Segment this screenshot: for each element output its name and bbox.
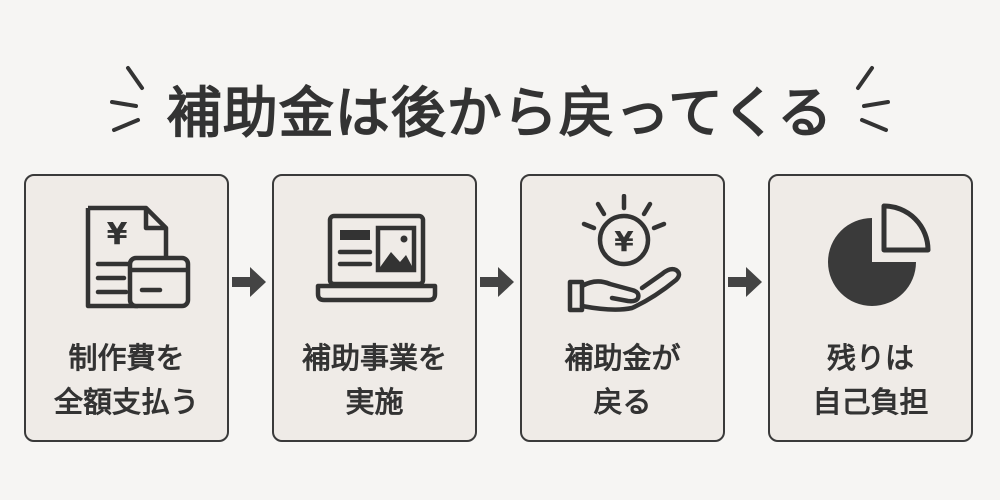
hand-receiving-coin-icon: ¥ <box>567 194 682 313</box>
step-label: 補助金が 戻る <box>564 341 681 419</box>
laptop-website-icon <box>315 213 438 303</box>
emphasis-lines-right-icon <box>856 66 890 132</box>
page-title: 補助金は後から戻ってくる <box>166 81 834 145</box>
step-card-run-project: 補助事業を 実施 <box>272 174 477 442</box>
invoice-and-card-icon: ¥ <box>85 205 191 309</box>
step-label: 残りは 自己負担 <box>812 341 929 419</box>
step-label: 制作費を 全額支払う <box>53 341 199 419</box>
step-label: 補助事業を 実施 <box>301 341 447 419</box>
coin-yen-glyph: ¥ <box>614 225 634 258</box>
pie-chart-icon <box>828 203 931 306</box>
step-card-pay-full-cost: ¥ 制作費を 全額支払う <box>24 174 229 442</box>
step-card-remainder-self-pay: 残りは 自己負担 <box>768 174 973 442</box>
step-card-subsidy-returned: ¥ 補助金が 戻る <box>520 174 725 442</box>
arrow-right-icon <box>728 267 762 297</box>
invoice-yen-glyph: ¥ <box>107 217 128 252</box>
arrow-right-icon <box>232 267 266 297</box>
arrow-right-icon <box>480 267 514 297</box>
emphasis-lines-left-icon <box>110 66 144 132</box>
title-row: 補助金は後から戻ってくる <box>0 58 1000 148</box>
